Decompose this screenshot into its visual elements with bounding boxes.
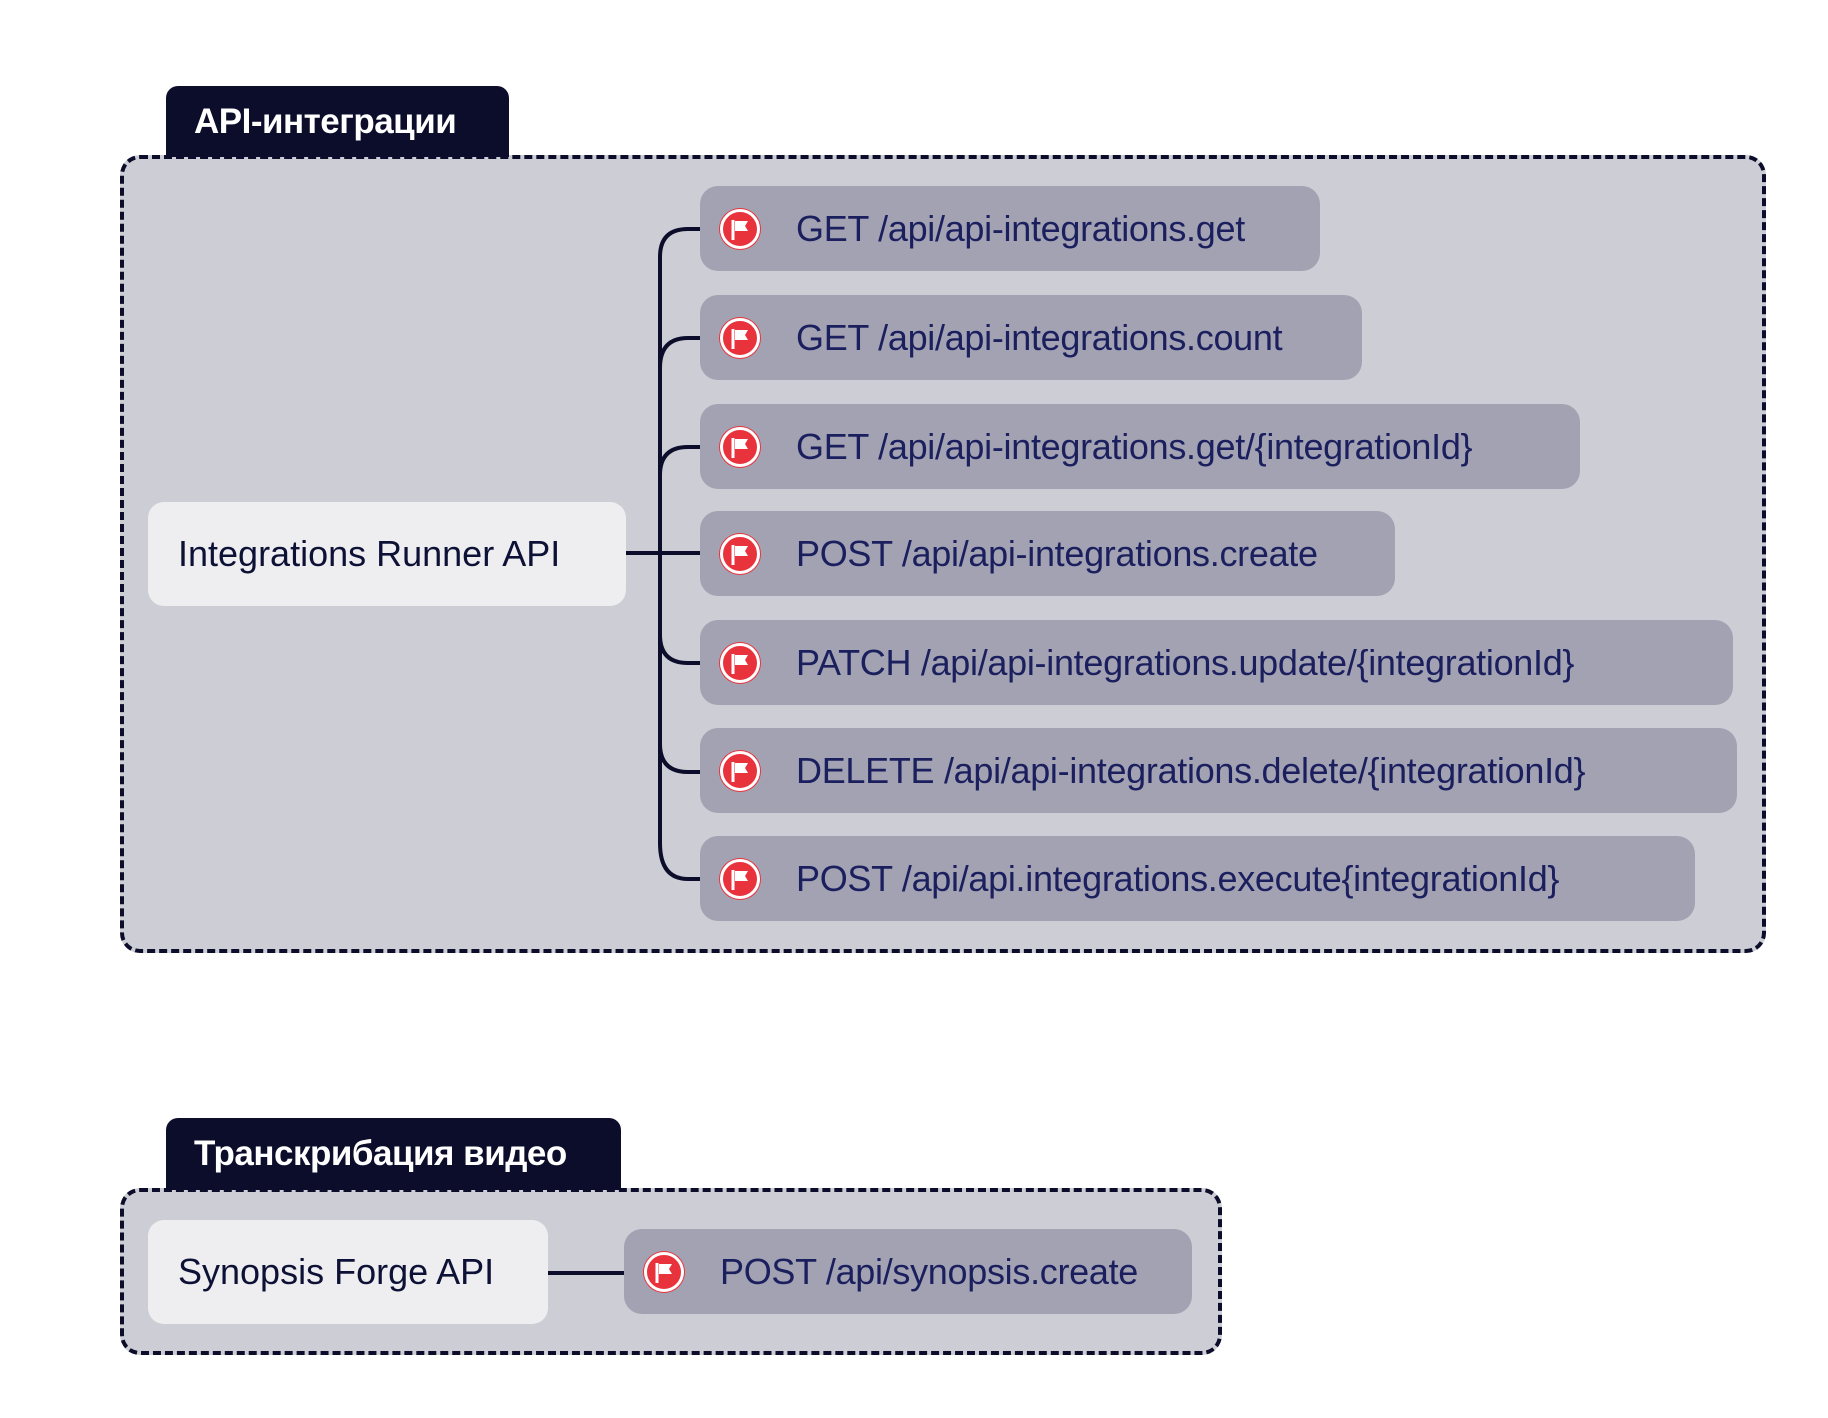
flag-icon xyxy=(720,751,760,791)
endpoint-label: DELETE /api/api-integrations.delete/{int… xyxy=(796,750,1586,791)
endpoint-node: GET /api/api-integrations.get/{integrati… xyxy=(700,404,1580,489)
endpoint-label: GET /api/api-integrations.get/{integrati… xyxy=(796,426,1473,467)
endpoint-node: GET /api/api-integrations.count xyxy=(700,295,1362,380)
connector-branch xyxy=(658,634,700,665)
flag-icon xyxy=(720,534,760,574)
service-node: Synopsis Forge API xyxy=(148,1220,548,1324)
endpoint-node: POST /api/api-integrations.create xyxy=(700,511,1395,596)
flag-icon xyxy=(720,318,760,358)
flag-icon xyxy=(720,209,760,249)
endpoint-label: GET /api/api-integrations.get xyxy=(796,208,1245,249)
connector-branch xyxy=(658,336,700,369)
endpoint-node: DELETE /api/api-integrations.delete/{int… xyxy=(700,728,1737,813)
group-title-tab: Транскрибация видео xyxy=(166,1118,621,1190)
endpoint-label: POST /api/api.integrations.execute{integ… xyxy=(796,858,1560,899)
service-node: Integrations Runner API xyxy=(148,502,626,606)
endpoint-label: GET /api/api-integrations.count xyxy=(796,317,1283,358)
group-title-tab: API-интеграции xyxy=(166,86,509,157)
flag-icon xyxy=(720,859,760,899)
service-label: Synopsis Forge API xyxy=(178,1251,495,1292)
service-label: Integrations Runner API xyxy=(178,533,561,574)
endpoint-node: POST /api/api.integrations.execute{integ… xyxy=(700,836,1695,921)
group-title: API-интеграции xyxy=(194,102,457,141)
endpoint-node: PATCH /api/api-integrations.update/{inte… xyxy=(700,620,1733,705)
flag-icon xyxy=(644,1252,684,1292)
endpoint-node: POST /api/synopsis.create xyxy=(624,1229,1192,1314)
connector-branch xyxy=(658,743,700,774)
endpoint-label: POST /api/api-integrations.create xyxy=(796,533,1318,574)
connector-bus xyxy=(658,227,700,881)
flag-icon xyxy=(720,643,760,683)
connector-branch xyxy=(658,445,700,476)
endpoint-label: POST /api/synopsis.create xyxy=(720,1251,1139,1292)
group-title: Транскрибация видео xyxy=(194,1134,567,1173)
endpoint-node: GET /api/api-integrations.get xyxy=(700,186,1320,271)
endpoint-label: PATCH /api/api-integrations.update/{inte… xyxy=(796,642,1575,683)
flag-icon xyxy=(720,427,760,467)
